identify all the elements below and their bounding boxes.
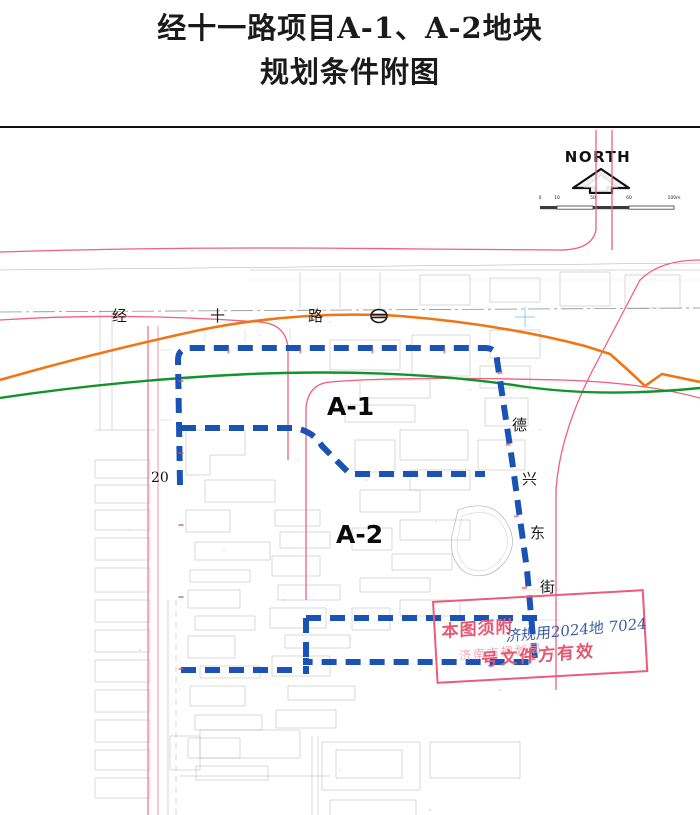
scale-tick-50: 50 — [590, 196, 596, 201]
orange-road-control-line — [0, 313, 700, 388]
road-label-char-2: 十 — [210, 307, 226, 325]
scale-tick-100: 100m — [667, 196, 681, 201]
document-title: 经十一路项目A-1、A-2地块 规划条件附图 — [0, 6, 700, 94]
cadastral-map-canvas[interactable]: 经 十 路 德 兴 东 街 A-1 A-2 20 — [0, 130, 700, 815]
parcel-divider-a1-a2 — [181, 425, 485, 477]
street-label-char-3: 东 — [530, 524, 546, 542]
north-arrow-icon — [570, 167, 632, 198]
scale-tick-0: 0 — [538, 196, 542, 201]
title-divider-rule — [0, 126, 700, 128]
basemap-linework — [0, 262, 700, 815]
pink-road-edge-lines — [0, 130, 700, 815]
street-label-char-2: 兴 — [522, 470, 538, 488]
north-label: NORTH — [564, 148, 632, 166]
map-vector-layer — [0, 130, 700, 815]
road-label-char-1: 经 — [112, 307, 128, 325]
green-control-line — [0, 371, 700, 400]
street-label-char-1: 德 — [512, 416, 528, 434]
dimension-label-20: 20 — [151, 470, 169, 486]
scale-bar: 0 10 50 60 100m — [534, 196, 684, 214]
scale-tick-10: 10 — [554, 196, 560, 201]
circular-survey-marker-icon — [369, 306, 389, 326]
parcel-label-a2[interactable]: A-2 — [336, 520, 384, 549]
scale-tick-60: 60 — [626, 196, 632, 201]
parcel-boundary-outline[interactable] — [174, 345, 539, 665]
south-basemap-detail — [167, 600, 177, 815]
stamp-line-1: 本图须附 — [441, 616, 514, 643]
title-line-1: 经十一路项目A-1、A-2地块 — [157, 11, 543, 45]
approval-stamp[interactable]: 济南市规划局 本图须附 济规用2024地 7024 号文件方有效 — [432, 589, 649, 684]
parcel-label-a1[interactable]: A-1 — [327, 392, 375, 421]
north-arrow-block: NORTH 0 10 50 60 100m — [538, 148, 688, 214]
road-label-char-3: 路 — [308, 307, 324, 325]
title-line-2: 规划条件附图 — [259, 55, 440, 89]
parcel-boundary-south-notch — [181, 615, 540, 674]
street-label-char-4: 街 — [540, 578, 556, 596]
